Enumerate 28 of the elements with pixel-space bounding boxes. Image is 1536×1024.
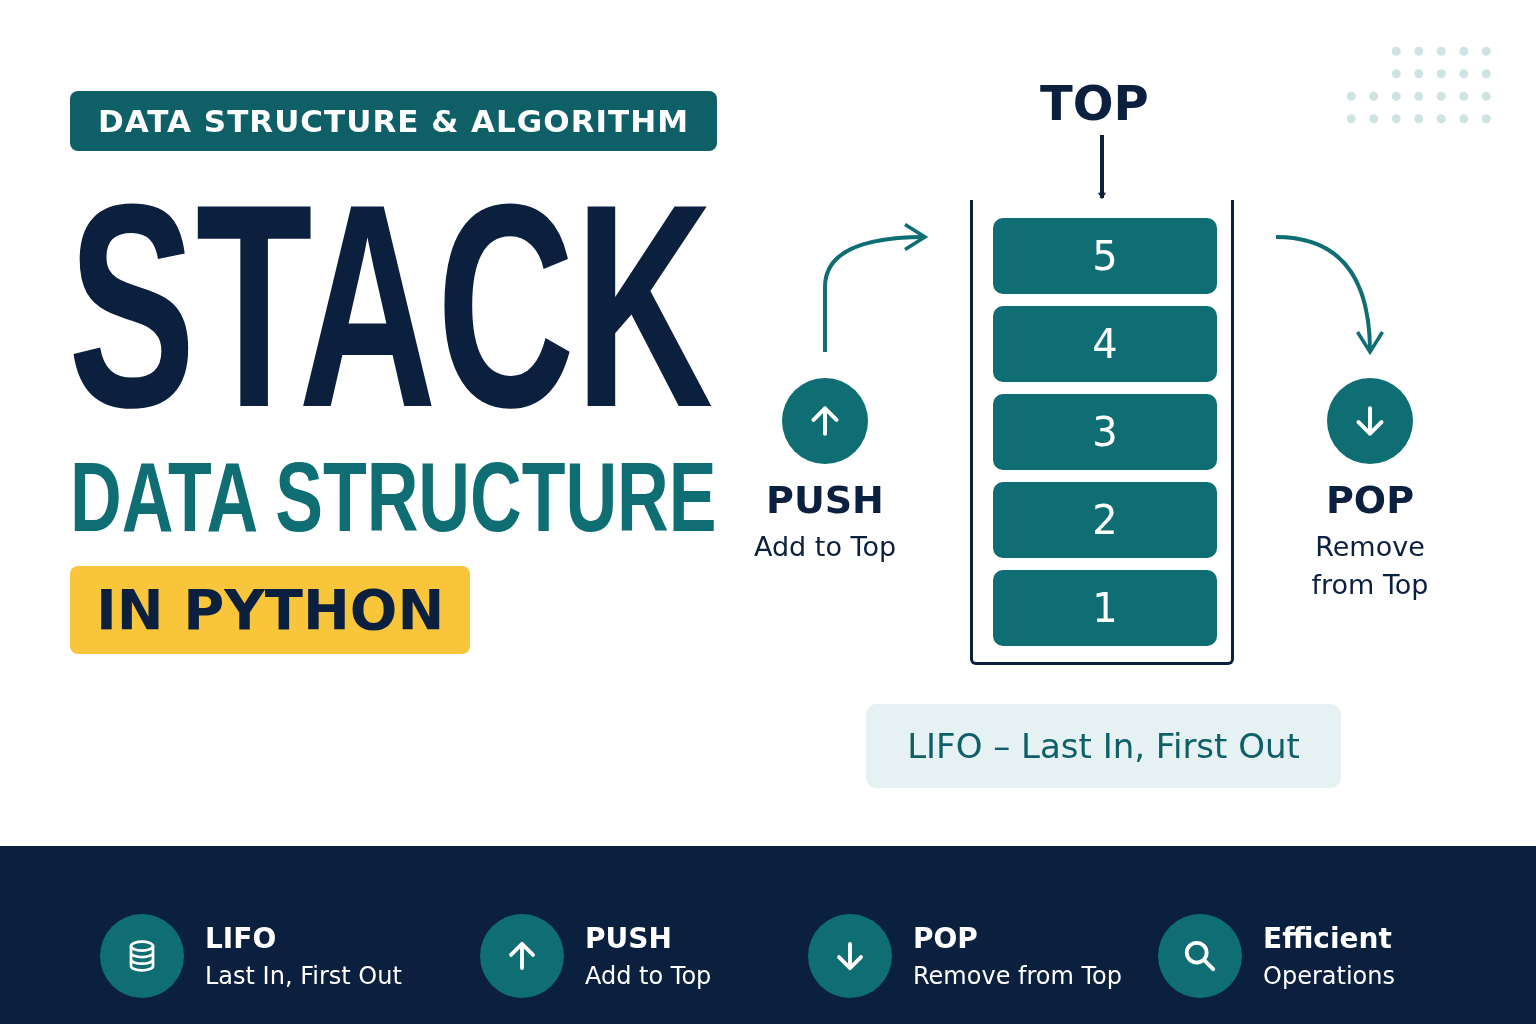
stack-top-label: TOP <box>1040 75 1149 131</box>
stack-element: 5 <box>993 218 1217 294</box>
language-badge: IN PYTHON <box>70 566 471 654</box>
feature-description: Add to Top <box>585 962 712 990</box>
arrow <box>1275 235 1384 354</box>
footer-band <box>0 846 1536 1024</box>
feature-title: POP <box>913 922 978 955</box>
subtitle: DATA STRUCTURE <box>70 448 717 546</box>
principle-banner: LIFO – Last In, First Out <box>866 704 1341 788</box>
feature-description: Operations <box>1263 962 1395 990</box>
feature-description: Last In, First Out <box>205 962 402 990</box>
operation-title: PUSH <box>765 478 885 522</box>
main-title: STACK <box>68 160 714 450</box>
feature-title: LIFO <box>205 922 277 955</box>
operation-description: Remove from Top <box>1310 530 1430 602</box>
stack-element: 4 <box>993 306 1217 382</box>
stack-element: 3 <box>993 394 1217 470</box>
operation-title: POP <box>1325 478 1415 522</box>
feature-title: Efficient <box>1263 922 1392 955</box>
operation-description: Add to Top <box>752 530 898 564</box>
feature-title: PUSH <box>585 922 672 955</box>
category-badge: DATA STRUCTURE & ALGORITHM <box>70 91 717 151</box>
stack-element: 2 <box>993 482 1217 558</box>
arrow <box>1098 135 1106 199</box>
arrow <box>823 223 927 352</box>
stack-element: 1 <box>993 570 1217 646</box>
feature-description: Remove from Top <box>913 962 1122 990</box>
stack-container <box>970 200 1234 665</box>
